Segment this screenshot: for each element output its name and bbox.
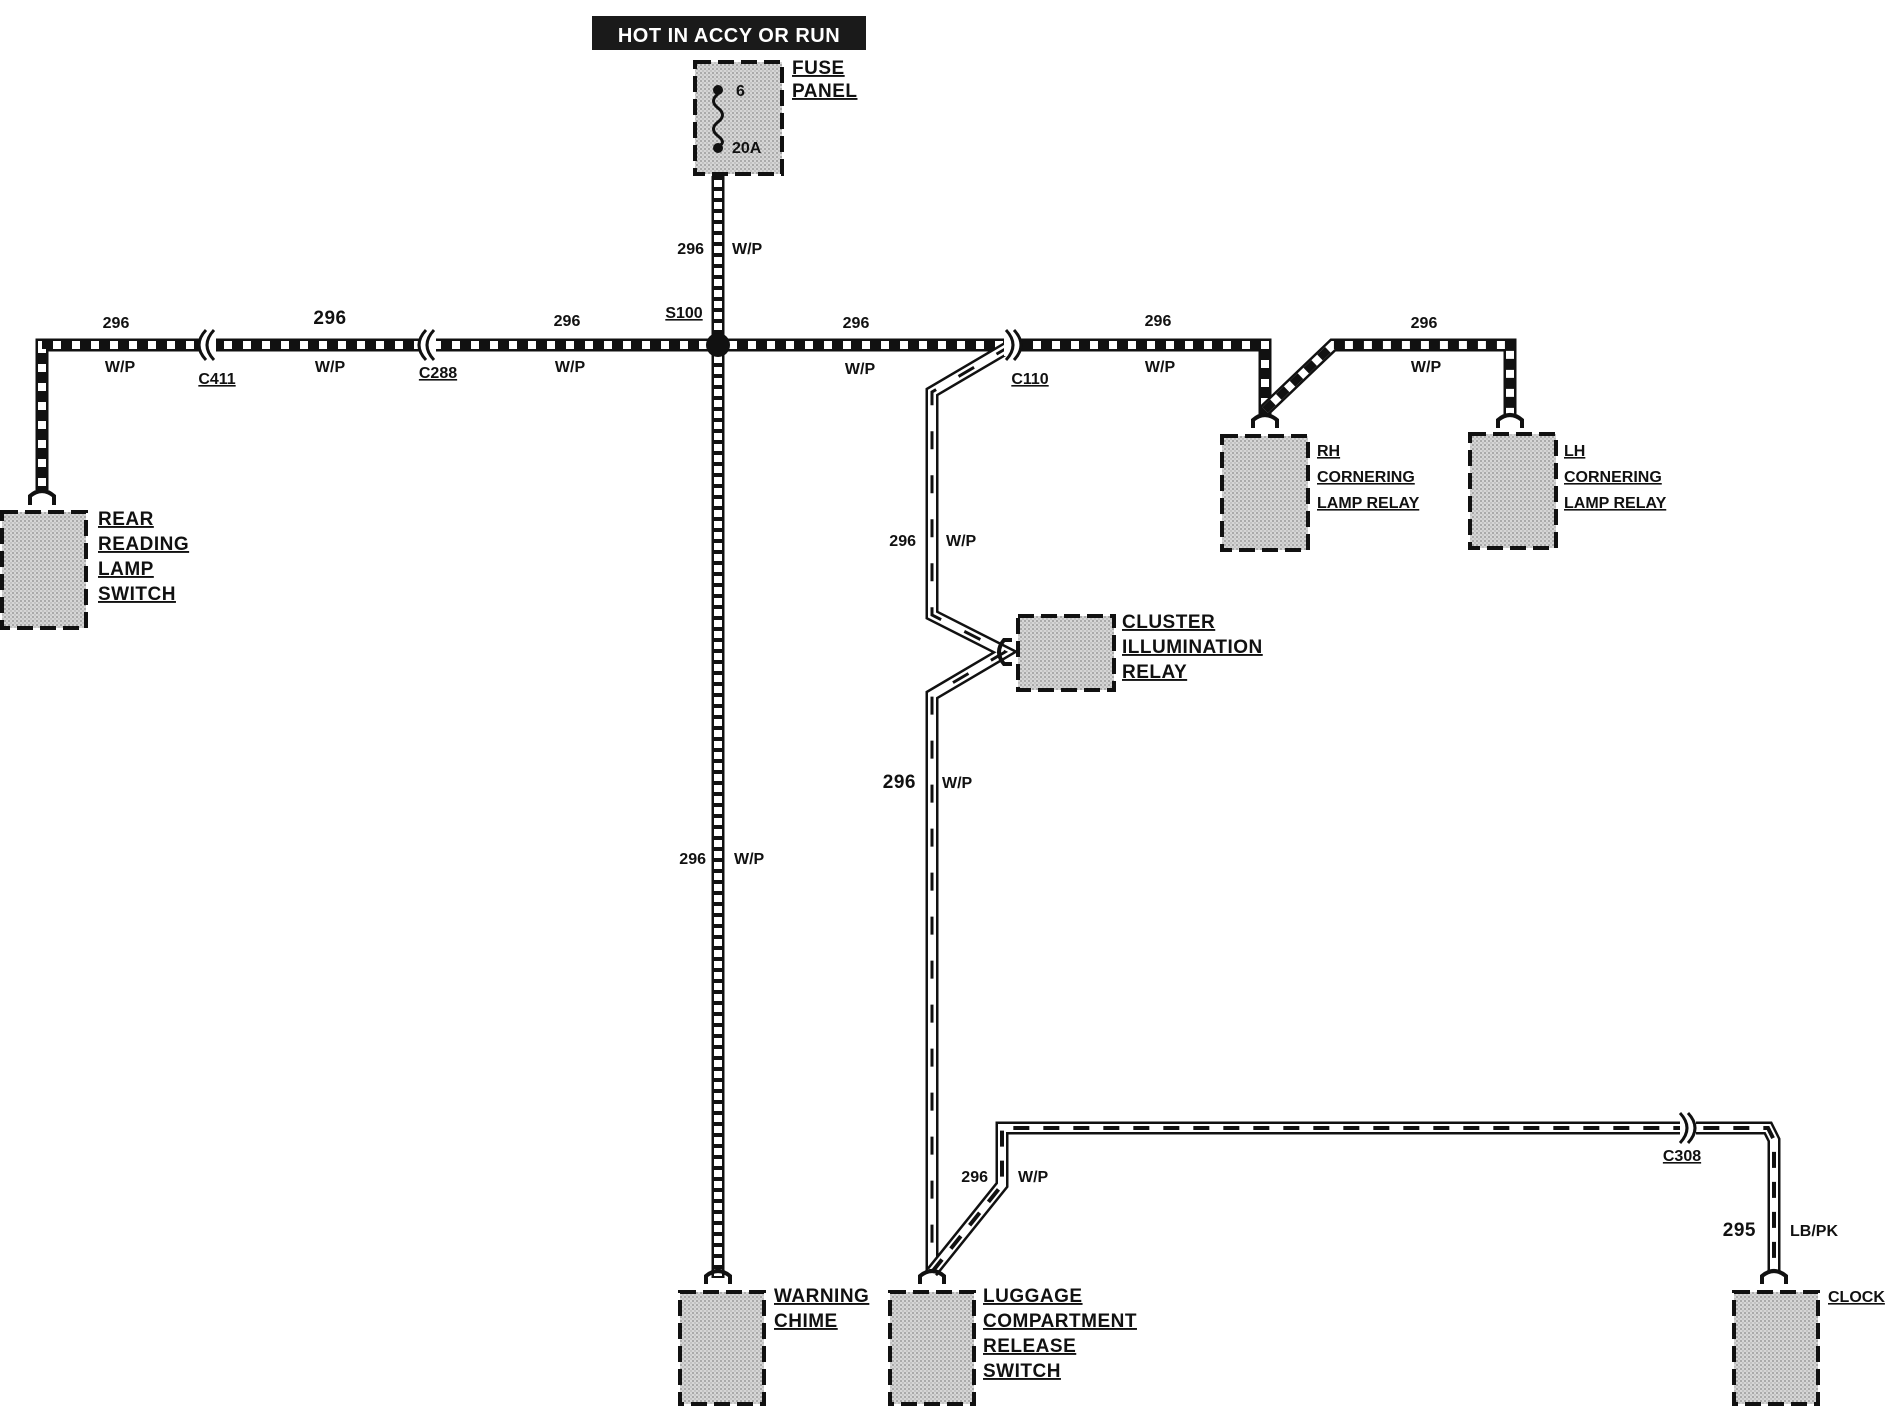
component-label-line: RH [1317, 443, 1340, 460]
lh-cornering-lamp-relay[interactable]: LH CORNERING LAMP RELAY [1468, 413, 1667, 550]
wire-label-luggage: 296 W/P [961, 1169, 1048, 1186]
splice-s100[interactable]: S100 [665, 305, 730, 357]
component-label-line: RELAY [1122, 662, 1187, 683]
circuit-number: 296 [883, 772, 916, 793]
circuit-number: 296 [313, 308, 346, 329]
component-box [0, 510, 88, 630]
wire-clock [926, 1121, 1781, 1277]
component-label-line: LAMP RELAY [1564, 495, 1667, 512]
wire-color: W/P [1145, 359, 1176, 376]
wire-color: W/P [734, 851, 765, 868]
connector-c288[interactable]: C288 [417, 328, 457, 382]
component-box [678, 1290, 766, 1406]
component-box [888, 1290, 976, 1406]
connector-c308-label: C308 [1663, 1148, 1701, 1165]
fuse-terminal-bottom [713, 143, 723, 153]
wire-label-right-mid: 296 W/P [1145, 313, 1176, 376]
wire-label-fuse-splice: 296 W/P [677, 241, 762, 258]
wire-color: W/P [1411, 359, 1442, 376]
fuse-number: 6 [736, 83, 745, 100]
circuit-number: 296 [677, 241, 704, 258]
component-label-line: LUGGAGE [983, 1286, 1083, 1307]
component-label-line: RELEASE [983, 1336, 1076, 1357]
component-label-line: LAMP [98, 559, 154, 580]
component-label-line: CLUSTER [1122, 612, 1215, 633]
connector-c110-label: C110 [1011, 371, 1048, 388]
wire-label-right-inner: 296 W/P [843, 315, 876, 378]
wire-color: W/P [845, 361, 876, 378]
rh-cornering-lamp-relay[interactable]: RH CORNERING LAMP RELAY [1220, 413, 1420, 552]
circuit-number: 296 [554, 313, 581, 330]
fuse-panel-box [693, 60, 784, 176]
circuit-number: 296 [843, 315, 870, 332]
fuse-panel[interactable]: 6 20A FUSE PANEL [693, 58, 857, 176]
wire-label-left-inner: 296 W/P [554, 313, 586, 376]
banner-text: HOT IN ACCY OR RUN [618, 25, 840, 47]
component-label-line: CORNERING [1564, 469, 1662, 486]
wire-color: W/P [1018, 1169, 1049, 1186]
component-label-line: ILLUMINATION [1122, 637, 1263, 658]
warning-chime[interactable]: WARNING CHIME [678, 1269, 869, 1406]
power-banner: HOT IN ACCY OR RUN [592, 16, 866, 50]
component-box [1220, 434, 1310, 552]
component-box [1016, 614, 1116, 692]
wire-label-chime: 296 W/P [679, 851, 764, 868]
connector-c411[interactable]: C411 [197, 328, 236, 388]
fuse-terminal-top [713, 85, 723, 95]
component-label-line: SWITCH [98, 584, 176, 605]
component-label-line: REAR [98, 509, 154, 530]
wire-label-left-mid: 296 W/P [313, 308, 346, 376]
circuit-number: 296 [889, 533, 916, 550]
circuit-number: 295 [1723, 1220, 1756, 1241]
wire-cluster-luggage [925, 339, 1019, 1272]
component-label-line: LH [1564, 443, 1585, 460]
wire-label-cluster-upper: 296 W/P [889, 533, 976, 550]
rear-reading-lamp-switch[interactable]: REAR READING LAMP SWITCH [0, 489, 189, 630]
fuse-element-icon [712, 92, 724, 148]
circuit-number: 296 [679, 851, 706, 868]
luggage-compartment-release-switch[interactable]: LUGGAGE COMPARTMENT RELEASE SWITCH [888, 1269, 1137, 1406]
wire-left-bus [35, 338, 718, 490]
component-box [1732, 1290, 1820, 1406]
circuit-number: 296 [103, 315, 130, 332]
wire-label-clock: 295 LB/PK [1723, 1220, 1839, 1241]
wire-color: W/P [555, 359, 586, 376]
component-label-line: COMPARTMENT [983, 1311, 1137, 1332]
component-label-line: READING [98, 534, 189, 555]
wire-color: W/P [105, 359, 136, 376]
component-label-line: SWITCH [983, 1361, 1061, 1382]
component-label-line: CORNERING [1317, 469, 1415, 486]
component-label-line: WARNING [774, 1286, 869, 1307]
component-label-line: CHIME [774, 1311, 838, 1332]
connector-c110[interactable]: C110 [1004, 328, 1049, 388]
circuit-number: 296 [961, 1169, 988, 1186]
clock[interactable]: CLOCK [1732, 1269, 1885, 1406]
wire-label-right-outer: 296 W/P [1411, 315, 1442, 376]
connector-c308[interactable]: C308 [1663, 1111, 1701, 1165]
wire-color: W/P [732, 241, 763, 258]
wire-color: LB/PK [1790, 1223, 1838, 1240]
splice-label: S100 [665, 305, 702, 322]
wire-label-left-outer: 296 W/P [103, 315, 136, 376]
circuit-number: 296 [1145, 313, 1172, 330]
component-label-line: LAMP RELAY [1317, 495, 1420, 512]
wire-label-cluster-lower: 296 W/P [883, 772, 973, 793]
wire-right-bus [718, 338, 1272, 415]
fuse-rating: 20A [732, 140, 762, 157]
component-box [1468, 432, 1558, 550]
wires [35, 176, 1781, 1278]
circuit-number: 296 [1411, 315, 1438, 332]
banner-background [592, 16, 866, 50]
wire-color: W/P [942, 775, 973, 792]
fuse-title-line: FUSE [792, 58, 845, 79]
cluster-illumination-relay[interactable]: CLUSTER ILLUMINATION RELAY [997, 612, 1263, 692]
fuse-title-line: PANEL [792, 81, 857, 102]
wire-color: W/P [946, 533, 977, 550]
connector-c411-label: C411 [198, 371, 235, 388]
wire-lh-branch [1260, 338, 1517, 415]
connector-c288-label: C288 [419, 365, 457, 382]
component-label-line: CLOCK [1828, 1289, 1885, 1306]
wire-color: W/P [315, 359, 346, 376]
